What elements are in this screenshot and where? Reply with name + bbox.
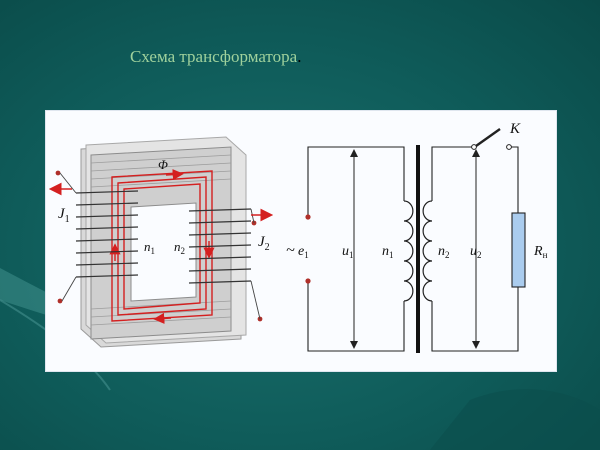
emf-label: e1 [298, 244, 309, 260]
secondary-coil [422, 200, 433, 302]
title-period: . [297, 47, 302, 66]
primary-winding [75, 190, 139, 278]
secondary-winding [188, 208, 252, 284]
slide-title: Схема трансформатора. [130, 47, 301, 67]
schematic-core-bar [416, 145, 420, 353]
load-label: Rн [533, 244, 548, 260]
switch-k [471, 128, 512, 150]
secondary-voltage-label: u2 [470, 244, 482, 260]
primary-voltage-label: u1 [342, 244, 354, 260]
load-resistor [511, 212, 526, 288]
secondary-circuit [431, 146, 519, 352]
primary-coil [403, 200, 414, 302]
flux-direction-arrows [109, 168, 215, 325]
title-text: Схема трансформатора [130, 47, 298, 66]
source-terminals [305, 214, 311, 284]
secondary-current-label: J2 [258, 234, 270, 253]
flux-label: Φ [158, 157, 168, 172]
schematic-primary-turns-label: n1 [382, 244, 394, 260]
core-secondary-turns-label: n2 [174, 239, 185, 256]
switch-label: K [509, 121, 521, 137]
diagram-panel: Φ J1 J2 n1 n2 ~ e1 u1 n1 n2 [45, 110, 557, 372]
primary-circuit [307, 146, 405, 352]
transformer-diagram: Φ J1 J2 n1 n2 ~ e1 u1 n1 n2 [48, 121, 548, 353]
schematic-secondary-turns-label: n2 [438, 244, 450, 260]
primary-current-label: J1 [58, 206, 70, 225]
core-primary-turns-label: n1 [144, 239, 155, 256]
ac-source-symbol: ~ [286, 242, 295, 259]
core-terminals [55, 170, 263, 322]
